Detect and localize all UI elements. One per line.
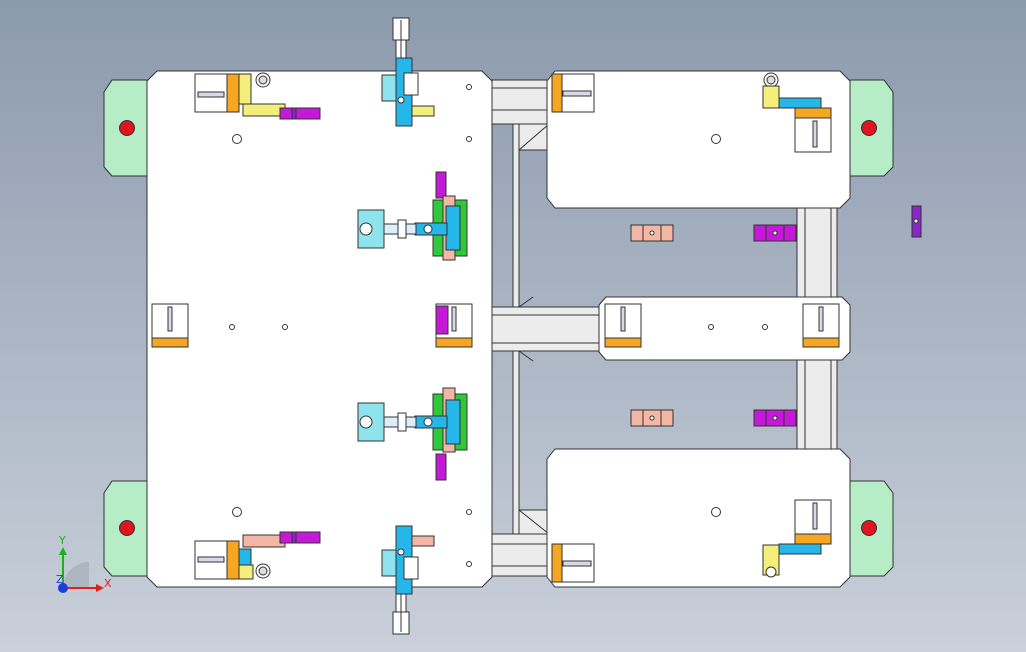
locator-left-middle	[151, 303, 189, 348]
toggle-clamp-top	[381, 17, 435, 127]
mounting-ear-right-bottom	[849, 480, 894, 577]
locator-center-middle	[435, 303, 473, 348]
x-axis-label: X	[104, 577, 112, 590]
locator-right-bottom-right	[762, 499, 832, 578]
mounting-ear-left-top	[103, 79, 148, 177]
locator-block-top-left	[194, 72, 321, 120]
support-blocks	[630, 205, 922, 427]
locator-right-top-right	[762, 72, 832, 153]
y-axis-label: Y	[58, 534, 66, 547]
push-clamp-lower	[357, 387, 468, 481]
locating-holes	[229, 84, 768, 567]
base-plate-right-middle	[598, 296, 851, 361]
locator-right-bottom-left	[551, 543, 595, 583]
z-axis-label: Z	[56, 573, 64, 586]
locator-right-top-left	[551, 73, 595, 113]
push-clamp-upper	[357, 171, 468, 261]
base-plate-left	[146, 70, 493, 588]
locator-right-middle-left	[604, 303, 642, 348]
toggle-clamp-bottom	[381, 525, 435, 635]
locator-block-bottom-left	[194, 531, 321, 580]
coordinate-triad: X Y Z	[56, 534, 112, 593]
locator-right-middle-right	[802, 303, 840, 348]
mounting-ear-right-top	[849, 79, 894, 177]
mounting-ear-left-bottom	[103, 480, 148, 577]
